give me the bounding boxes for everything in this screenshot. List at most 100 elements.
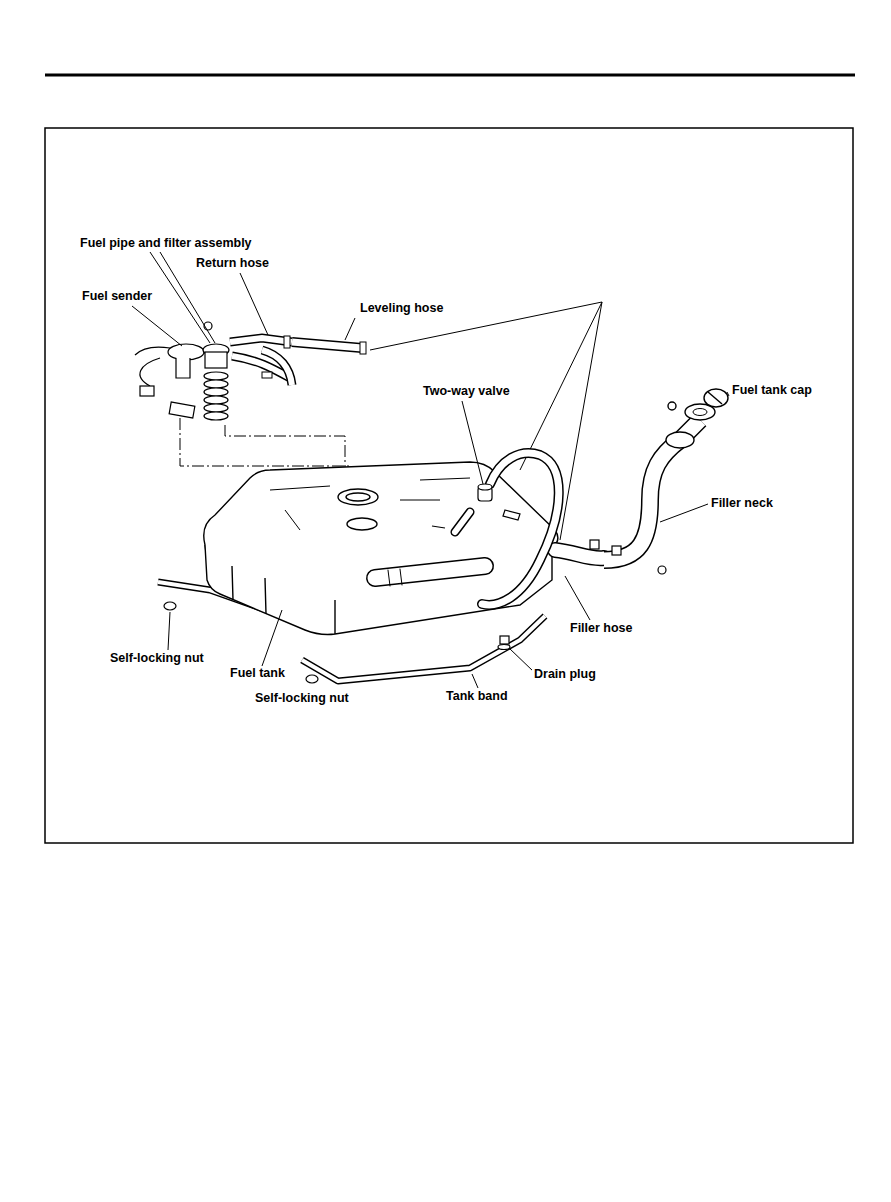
leader-line (345, 318, 355, 340)
page-frame (45, 74, 855, 77)
fuel-tank (338, 489, 378, 505)
fuel-pipe-and-filter (203, 322, 229, 420)
part-label: Filler neck (709, 496, 775, 510)
fuel-tank (270, 478, 470, 530)
part-label: Leveling hose (358, 301, 445, 315)
leader-line (509, 648, 534, 672)
hose (262, 350, 292, 385)
fuel-tank-cap (708, 392, 722, 404)
fuel-tank-cap (668, 402, 676, 410)
leader-line (262, 610, 282, 666)
fuel-tank (204, 462, 558, 635)
leader-line (660, 504, 708, 522)
fuel-pipe-and-filter (204, 388, 228, 396)
hose (375, 453, 604, 605)
fuel-sender (140, 358, 160, 386)
hose (455, 512, 470, 532)
leveling-line (560, 302, 602, 540)
bolt (658, 566, 666, 574)
part-label: Self-locking nut (108, 651, 206, 665)
part-label: Return hose (194, 256, 271, 270)
hose (555, 550, 604, 558)
filler-neck (604, 420, 700, 560)
page-frame (45, 75, 855, 843)
hose (292, 342, 362, 348)
fuel-pipe-and-filter (204, 404, 228, 412)
part-label: Filler hose (568, 621, 635, 635)
self-locking-nut (164, 602, 176, 610)
drain-plug (500, 636, 509, 644)
part-label: Fuel tank cap (730, 383, 814, 397)
fuel-tank (346, 493, 370, 501)
part-label: Fuel pipe and filter assembly (78, 236, 254, 250)
fuel-sender (169, 402, 195, 418)
fuel-tank-cap (704, 389, 728, 407)
hose (482, 453, 559, 605)
hose (262, 350, 292, 385)
hose (388, 569, 402, 586)
page-frame (45, 128, 853, 843)
hose (360, 342, 366, 354)
part-label: Two-way valve (421, 384, 512, 398)
part-label: Fuel sender (80, 289, 154, 303)
fuel-pipe-and-filter (205, 352, 227, 368)
hose (284, 336, 290, 348)
tank-band (302, 616, 545, 681)
fuel-tank (205, 545, 552, 635)
hose (555, 550, 604, 558)
drain-plug (498, 645, 510, 650)
leader-line (168, 612, 170, 650)
filler-neck (693, 409, 707, 416)
part-label: Tank band (444, 689, 510, 703)
leader-line (132, 306, 182, 346)
fuel-sender (176, 358, 190, 378)
drain-plug (498, 636, 510, 650)
part-label: Fuel tank (228, 666, 287, 680)
two-way-valve (478, 484, 492, 490)
filler-neck (666, 432, 694, 448)
hose (292, 342, 362, 348)
leveling-line (520, 302, 602, 470)
hose (375, 566, 485, 578)
fuel-tank (334, 600, 335, 634)
hose (482, 453, 559, 605)
fuel-tank-cap (668, 389, 728, 410)
bolt (590, 540, 599, 549)
fuel-tank (347, 518, 377, 530)
leader-line (727, 392, 729, 396)
leader-line (132, 252, 729, 688)
fuel-pipe-and-filter (204, 412, 228, 420)
fuel-pipe-and-filter (204, 396, 228, 404)
hose (455, 512, 470, 532)
part-label: Self-locking nut (253, 691, 351, 705)
bolt (432, 510, 666, 574)
fuel-sender (135, 347, 170, 355)
fuel-pipe-and-filter (204, 380, 228, 388)
self-locking-nut (306, 675, 318, 683)
leader-line (462, 401, 483, 484)
filler-neck (604, 404, 715, 560)
part-label: Drain plug (532, 667, 598, 681)
hose (230, 338, 292, 342)
fuel-tank (232, 566, 266, 614)
leader-line (472, 674, 478, 688)
fuel-sender (140, 386, 154, 396)
fuel-sender (135, 344, 204, 418)
hose (262, 372, 272, 378)
leader-line (565, 576, 590, 620)
fuel-sender (168, 344, 204, 360)
hose (230, 338, 292, 342)
self-locking-nut (164, 602, 318, 683)
tank-band (302, 616, 545, 681)
bolt (503, 510, 520, 520)
hose (230, 336, 366, 385)
bolt (612, 546, 621, 555)
two-way-valve (478, 484, 492, 501)
bolt (432, 526, 445, 528)
hose (375, 566, 485, 578)
filler-neck (604, 420, 700, 560)
fuel-pipe-and-filter (204, 372, 228, 380)
leader-line (240, 273, 268, 335)
